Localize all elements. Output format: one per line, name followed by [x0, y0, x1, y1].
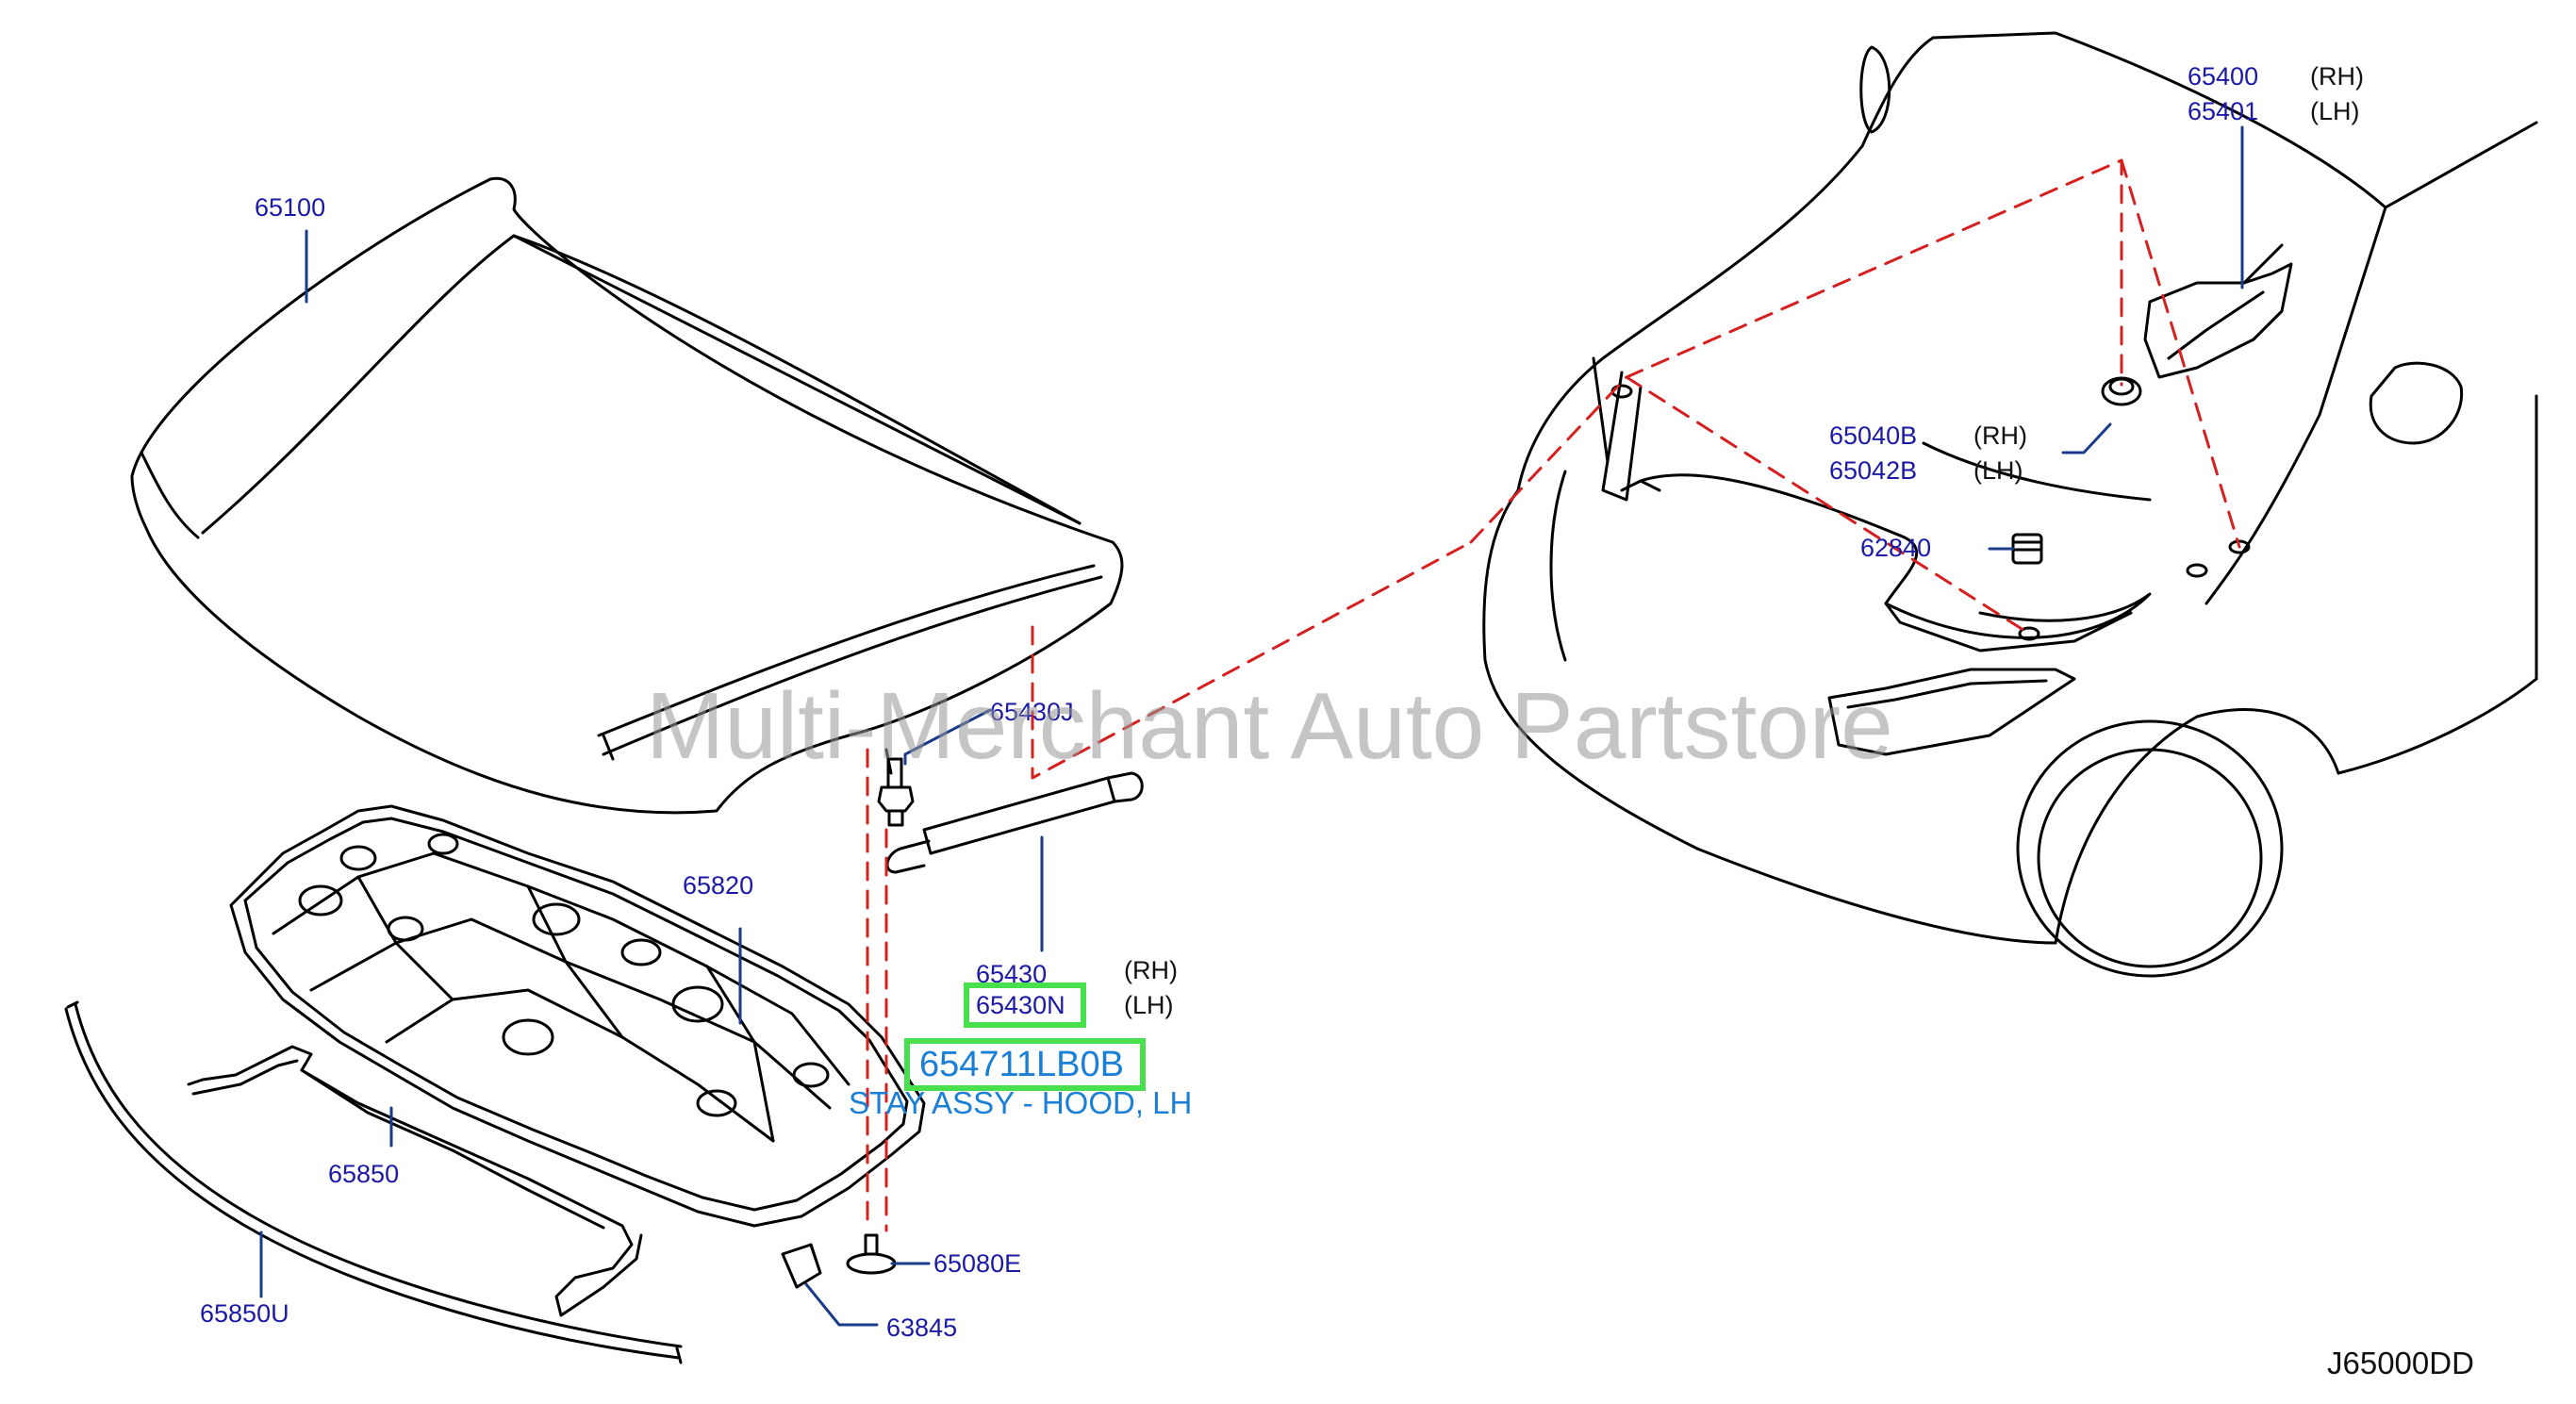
callout-65080E[interactable]: 65080E: [933, 1249, 1022, 1278]
diagram-code: J65000DD: [2327, 1346, 2474, 1380]
callout-65430N[interactable]: 65430N: [976, 991, 1065, 1019]
callout-65820[interactable]: 65820: [683, 871, 754, 900]
callout-65430J[interactable]: 65430J: [990, 698, 1074, 726]
side-lh-65430N: (LH): [1124, 991, 1174, 1019]
callout-65100[interactable]: 65100: [255, 193, 326, 222]
leader-lines: [259, 125, 2244, 1327]
hood-insulator: [229, 804, 926, 1228]
callout-65400[interactable]: 65400: [2188, 62, 2259, 91]
callout-65042B[interactable]: 65042B: [1829, 456, 1918, 485]
side-rh-65040B: (RH): [1973, 421, 2027, 450]
side-lh-65401: (LH): [2310, 97, 2360, 125]
side-rh-65430: (RH): [1124, 956, 1178, 984]
callout-65850U[interactable]: 65850U: [200, 1299, 289, 1328]
callout-65040B[interactable]: 65040B: [1829, 421, 1918, 450]
callout-62840[interactable]: 62840: [1860, 534, 1932, 562]
callout-65401[interactable]: 65401: [2188, 97, 2259, 125]
callout-65850[interactable]: 65850: [328, 1160, 400, 1188]
side-rh-65400: (RH): [2310, 62, 2364, 91]
assembly-dashed-lines: [866, 158, 2241, 1232]
hood-stay: [885, 771, 1144, 874]
highlighted-part-description: STAY ASSY - HOOD, LH: [849, 1085, 1193, 1120]
watermark: Multi-Merchant Auto Partstore: [646, 673, 1893, 779]
hood-front-seal: [64, 1000, 683, 1364]
highlight-box-65430N: [964, 983, 1086, 1028]
stud-65430J: [877, 748, 915, 827]
side-lh-65042B: (LH): [1973, 456, 2023, 485]
hood-panel: [130, 176, 1124, 815]
highlighted-part-number[interactable]: 654711LB0B: [919, 1045, 1124, 1084]
clip-65080E: [846, 1233, 897, 1275]
vehicle-outline: [1482, 31, 2538, 978]
hood-seal: [187, 1045, 643, 1317]
highlight-box-part-number: [904, 1038, 1146, 1091]
callout-63845[interactable]: 63845: [886, 1313, 958, 1342]
clip-63845: [781, 1243, 822, 1289]
